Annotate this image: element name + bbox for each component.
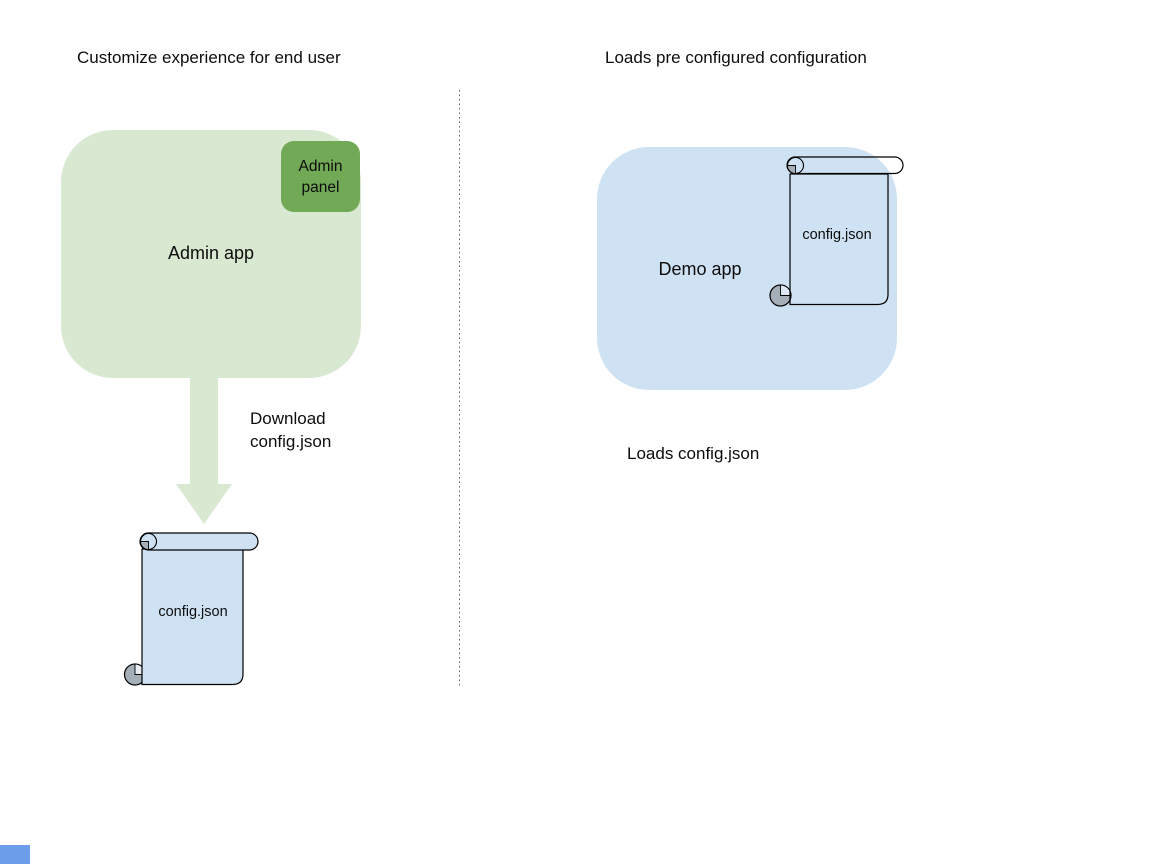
scroll-bottom-curl-notch bbox=[780, 284, 792, 296]
scroll-top-roll bbox=[786, 156, 904, 175]
config-json-scroll-shape bbox=[769, 156, 904, 307]
admin-app-label: Admin app bbox=[167, 243, 255, 263]
config-json-scroll-shape bbox=[123, 532, 259, 686]
scroll-top-curl-wedge bbox=[140, 541, 149, 550]
corner-blue-shape bbox=[0, 845, 30, 864]
admin-panel-box: Admin panel bbox=[281, 141, 360, 212]
scroll-top-curl-wedge bbox=[787, 165, 796, 174]
admin-panel-label: Admin panel bbox=[298, 157, 343, 196]
section-divider-dotted-line bbox=[459, 90, 460, 687]
left-section-title: Customize experience for end user bbox=[77, 48, 341, 67]
right-section-title: Loads pre configured configuration bbox=[605, 48, 867, 67]
demo-app-box bbox=[597, 147, 897, 390]
download-arrow-icon bbox=[176, 378, 232, 524]
scroll-body bbox=[789, 173, 889, 306]
scroll-top-roll bbox=[139, 532, 259, 551]
left-config-json-label: config.json bbox=[158, 604, 228, 620]
demo-app-label: Demo app bbox=[658, 259, 742, 279]
right-config-json-label: config.json bbox=[802, 227, 872, 243]
download-config-label: Download config.json bbox=[250, 409, 332, 451]
scroll-body bbox=[141, 548, 244, 686]
down-arrow-shape bbox=[176, 378, 232, 524]
loads-config-caption: Loads config.json bbox=[627, 444, 760, 463]
